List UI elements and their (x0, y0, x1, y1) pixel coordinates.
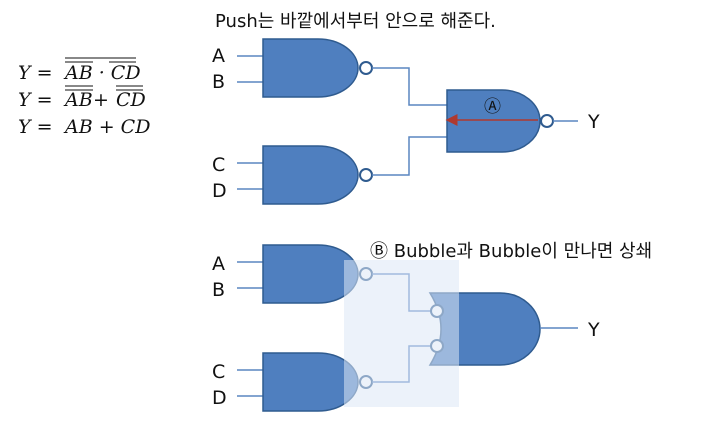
output-y-bottom: Y (587, 319, 600, 341)
highlight-box (344, 260, 459, 407)
input-d-top: D (212, 180, 227, 202)
bubble-nand-1-top (359, 61, 373, 75)
nand-gate-1-top (262, 38, 359, 98)
nand-gate-1-bottom (262, 244, 359, 304)
eq1-rhs: AB · CD (63, 62, 141, 84)
input-d-bottom: D (212, 387, 227, 409)
eq2-lhs: Y = (18, 89, 53, 111)
eq2-op: + (93, 89, 109, 111)
cancel-note: Ⓑ Bubble과 Bubble이 만나면 상쇄 (370, 241, 652, 262)
eq3-lhs: Y = (18, 116, 53, 138)
input-c-bottom: C (212, 361, 225, 383)
final-nand-gate-top (446, 89, 541, 153)
input-a-bottom: A (212, 253, 225, 275)
equations: Y = AB · CD Y = AB + CD Y = AB + CD (18, 57, 150, 138)
output-y-top: Y (587, 111, 600, 133)
page-title: Push는 바깥에서부터 안으로 해준다. (215, 11, 496, 32)
input-b-bottom: B (212, 279, 225, 301)
eq1-lhs: Y = (18, 62, 53, 84)
top-circuit: A B C D Y Ⓐ (212, 38, 600, 205)
nand-gate-2-bottom (262, 352, 359, 412)
input-b-top: B (212, 71, 225, 93)
nand-gate-2-top (262, 145, 359, 205)
eq2-b: CD (116, 89, 146, 111)
input-c-top: C (212, 154, 225, 176)
input-a-top: A (212, 45, 225, 67)
eq2-a: AB (63, 89, 93, 111)
bubble-final-top (540, 114, 554, 128)
bottom-circuit: Ⓑ Bubble과 Bubble이 만나면 상쇄 A B C D Y (212, 241, 652, 412)
bubble-nand-2-top (359, 168, 373, 182)
wire-nand1-to-final (372, 67, 447, 106)
wire-nand2-to-final (372, 136, 447, 176)
marker-a: Ⓐ (484, 97, 501, 117)
eq3-rhs: AB + CD (63, 116, 150, 138)
